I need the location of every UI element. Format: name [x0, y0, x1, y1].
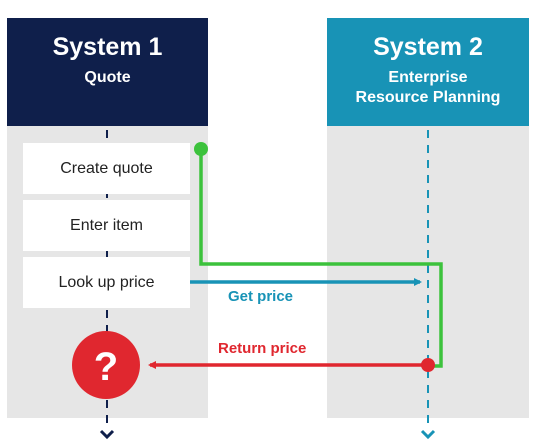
process-path: [199, 149, 443, 368]
system1-end-chevron: [99, 429, 115, 440]
step-enter-item: Enter item: [23, 200, 190, 251]
question-glyph: ?: [94, 345, 118, 389]
system2-title: System 2: [373, 33, 483, 61]
step-look-up-price: Look up price: [23, 257, 190, 308]
get-price-label: Get price: [228, 288, 294, 305]
system1-header: System 1 Quote: [7, 18, 208, 126]
system1-subtitle: Quote: [84, 69, 131, 86]
system1-title: System 1: [52, 33, 163, 61]
system2-end-chevron: [420, 429, 436, 440]
system2-header: System 2 Enterprise Resource Planning: [327, 18, 529, 126]
return-start-dot: [421, 358, 435, 372]
question-icon: [72, 331, 140, 399]
system2-subtitle: Enterprise Resource Planning: [355, 69, 501, 106]
return-price-label: Return price: [218, 340, 307, 357]
step-create-quote: Create quote: [23, 143, 190, 194]
path-start-dot: [194, 142, 208, 156]
